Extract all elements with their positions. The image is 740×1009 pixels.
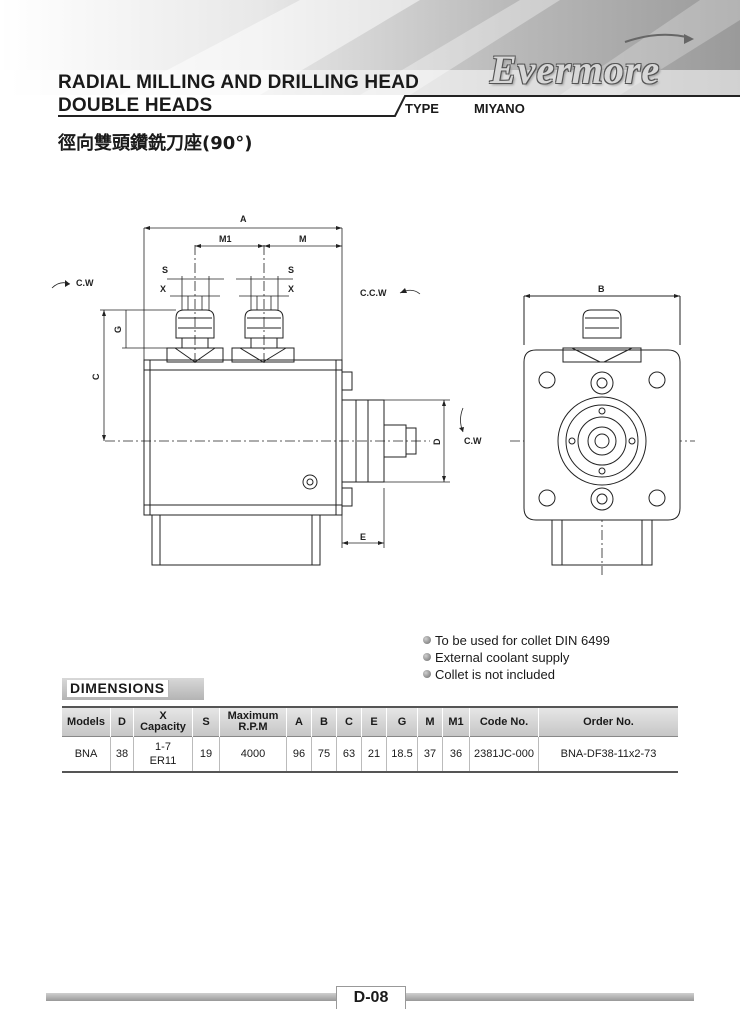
col-c: C (336, 707, 362, 737)
col-order-no: Order No. (538, 707, 678, 737)
dim-label-c: C (91, 373, 101, 380)
dim-label-a: A (240, 214, 247, 224)
footer-bar-left (46, 993, 336, 1001)
cell-max-rpm: 4000 (219, 736, 287, 772)
page-number: D-08 (336, 986, 406, 1009)
dim-label-s-right: S (288, 265, 294, 275)
cell-a: 96 (286, 736, 312, 772)
dim-label-m1: M1 (219, 234, 232, 244)
bullet-icon (423, 636, 431, 644)
rotation-label-cw-left: C.W (76, 278, 94, 288)
note-item: To be used for collet DIN 6499 (423, 632, 610, 649)
cell-s: 19 (192, 736, 220, 772)
cell-m1: 36 (442, 736, 470, 772)
cell-b: 75 (311, 736, 337, 772)
dim-label-g: G (113, 326, 123, 333)
note-item: Collet is not included (423, 666, 610, 683)
rotation-label-cw-right: C.W (464, 436, 482, 446)
bullet-icon (423, 670, 431, 678)
dim-label-s-left: S (162, 265, 168, 275)
rotation-label-ccw: C.C.W (360, 288, 387, 298)
technical-drawing: A M1 M S X S X G C D E B C.W C.C.W C.W (51, 214, 695, 575)
col-m1: M1 (442, 707, 470, 737)
footer-bar-right (404, 993, 694, 1001)
cell-code-no: 2381JC-000 (469, 736, 539, 772)
col-code-no: Code No. (469, 707, 539, 737)
col-models: Models (62, 707, 111, 737)
notes-list: To be used for collet DIN 6499 External … (423, 632, 610, 683)
col-d: D (110, 707, 134, 737)
bullet-icon (423, 653, 431, 661)
dim-label-x-right: X (288, 284, 294, 294)
dim-label-x-left: X (160, 284, 166, 294)
col-s: S (192, 707, 220, 737)
type-label: TYPE (405, 101, 439, 116)
col-e: E (361, 707, 387, 737)
page-subtitle: DOUBLE HEADS (58, 95, 213, 116)
cell-m: 37 (417, 736, 443, 772)
col-b: B (311, 707, 337, 737)
cell-order-no: BNA-DF38-11x2-73 (538, 736, 678, 772)
cell-c: 63 (336, 736, 362, 772)
dim-label-m: M (299, 234, 307, 244)
cell-models: BNA (74, 748, 98, 760)
col-a: A (286, 707, 312, 737)
col-g: G (386, 707, 418, 737)
cell-g: 18.5 (386, 736, 418, 772)
col-m: M (417, 707, 443, 737)
chinese-title: 徑向雙頭鑽銑刀座(90°) (58, 133, 253, 154)
dimensions-heading: DIMENSIONS (67, 680, 169, 697)
cell-d: 38 (110, 736, 134, 772)
dim-label-e: E (360, 532, 366, 542)
brand-logo: Evermore (490, 47, 661, 92)
dim-label-d: D (432, 438, 442, 445)
header-banner (0, 0, 740, 125)
type-value: MIYANO (474, 101, 525, 116)
dim-label-b: B (598, 284, 605, 294)
page-title: RADIAL MILLING AND DRILLING HEAD (58, 72, 420, 93)
cell-e: 21 (361, 736, 387, 772)
note-item: External coolant supply (423, 649, 610, 666)
